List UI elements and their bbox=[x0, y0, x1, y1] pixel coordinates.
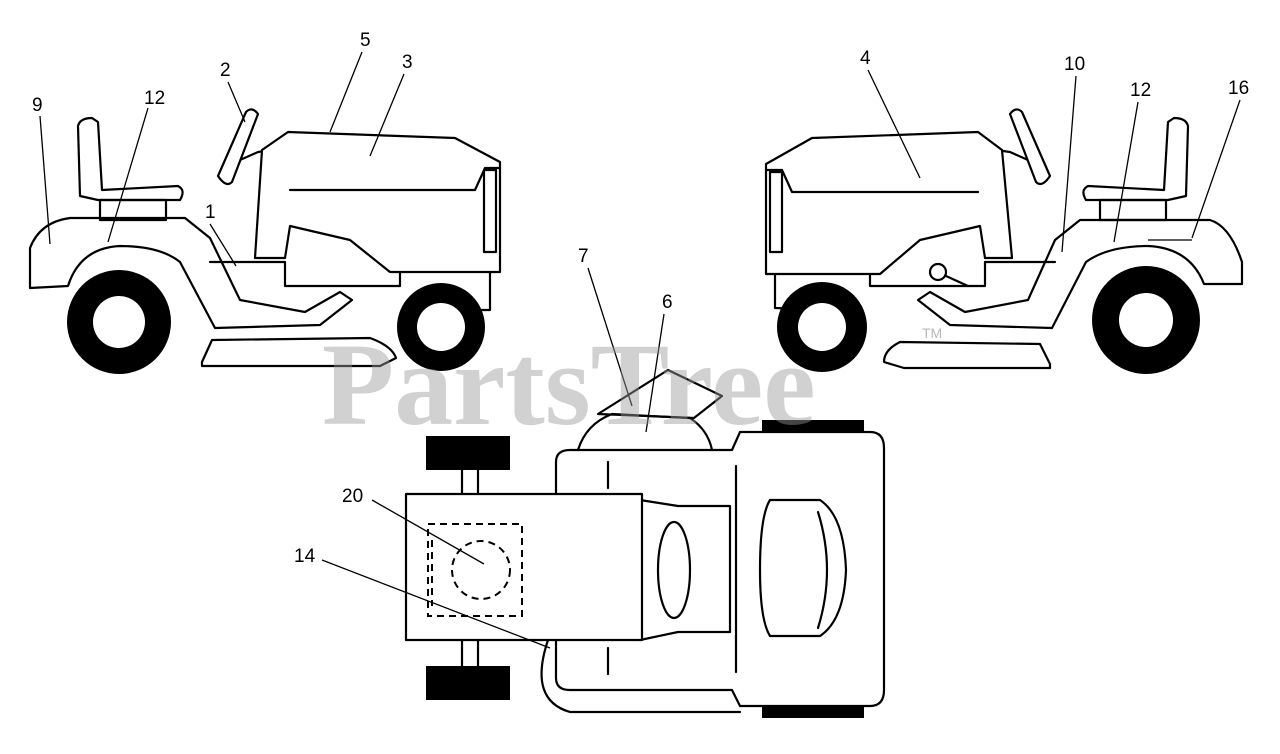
callout-10: 10 bbox=[1064, 54, 1085, 75]
left-steering-wheel bbox=[216, 108, 260, 186]
leader-9 bbox=[39, 115, 51, 245]
right-front-wheel-hub bbox=[798, 303, 846, 351]
callout-12-left: 12 bbox=[144, 88, 165, 109]
top-dash-oval bbox=[656, 520, 692, 620]
top-hood bbox=[404, 492, 644, 642]
leader-20 bbox=[371, 499, 485, 565]
callout-20: 20 bbox=[342, 486, 363, 507]
right-hood bbox=[764, 130, 1014, 276]
callout-7: 7 bbox=[578, 246, 589, 267]
top-front-tire-upper bbox=[426, 436, 510, 470]
leader-6 bbox=[645, 313, 665, 433]
left-frame bbox=[208, 260, 492, 312]
leader-10 bbox=[1061, 75, 1077, 253]
right-rear-body bbox=[916, 218, 1244, 330]
left-rear-wheel-hub bbox=[93, 296, 145, 348]
leader-4 bbox=[867, 69, 921, 179]
leader-3 bbox=[369, 73, 405, 157]
top-front-tire-lower bbox=[426, 666, 510, 700]
top-seat bbox=[758, 498, 848, 638]
right-seat-back bbox=[1082, 116, 1190, 202]
leader-16 bbox=[1191, 99, 1241, 239]
right-rear-wheel-hub bbox=[1119, 293, 1173, 347]
right-steering-wheel bbox=[1008, 108, 1052, 186]
left-hood bbox=[253, 130, 502, 274]
top-callouts: 7 6 20 14 bbox=[294, 246, 673, 649]
top-decal-20-circle bbox=[451, 540, 511, 600]
callout-2: 2 bbox=[220, 60, 231, 81]
top-dash bbox=[576, 412, 714, 452]
right-callouts: 4 10 12 16 bbox=[860, 48, 1249, 253]
right-frame bbox=[773, 260, 1057, 312]
leader-14 bbox=[321, 559, 551, 649]
callout-5: 5 bbox=[360, 30, 371, 51]
left-mower-deck bbox=[200, 336, 398, 368]
right-mower-deck bbox=[882, 340, 1052, 370]
left-callouts: 9 12 2 5 3 1 bbox=[32, 30, 413, 267]
watermark-trademark: TM bbox=[922, 325, 942, 341]
callout-6: 6 bbox=[662, 292, 673, 313]
leader-2 bbox=[227, 81, 246, 123]
callout-4: 4 bbox=[860, 48, 871, 69]
top-decal-20-area bbox=[427, 523, 523, 617]
right-ignition-key bbox=[928, 262, 948, 282]
callout-12-right: 12 bbox=[1130, 80, 1151, 101]
left-side-view bbox=[28, 108, 502, 374]
right-hood-line bbox=[764, 168, 980, 194]
right-seat-base bbox=[1098, 198, 1168, 222]
left-front-wheel-hub bbox=[417, 303, 465, 351]
left-grille bbox=[482, 168, 498, 254]
leader-12-left bbox=[107, 107, 149, 243]
leader-12-right bbox=[1113, 101, 1139, 243]
leader-1 bbox=[209, 223, 237, 267]
left-rear-body bbox=[28, 216, 354, 330]
leader-5 bbox=[329, 51, 363, 133]
right-grille bbox=[768, 170, 784, 254]
left-hood-line bbox=[288, 166, 502, 192]
callout-3: 3 bbox=[402, 52, 413, 73]
callout-9: 9 bbox=[32, 95, 43, 116]
right-ignition-key-shaft bbox=[944, 274, 970, 288]
callout-14: 14 bbox=[294, 546, 316, 567]
right-side-view bbox=[764, 108, 1244, 374]
watermark-text: PartsTree bbox=[322, 319, 816, 450]
callout-1: 1 bbox=[205, 202, 216, 223]
callout-16: 16 bbox=[1228, 78, 1249, 99]
left-seat-base bbox=[98, 198, 168, 222]
leader-7 bbox=[587, 267, 633, 407]
top-view bbox=[404, 368, 886, 718]
watermark: PartsTree TM bbox=[322, 319, 942, 450]
left-seat-back bbox=[76, 116, 184, 202]
top-seat-back bbox=[816, 510, 829, 630]
top-deck-curve bbox=[540, 638, 742, 714]
